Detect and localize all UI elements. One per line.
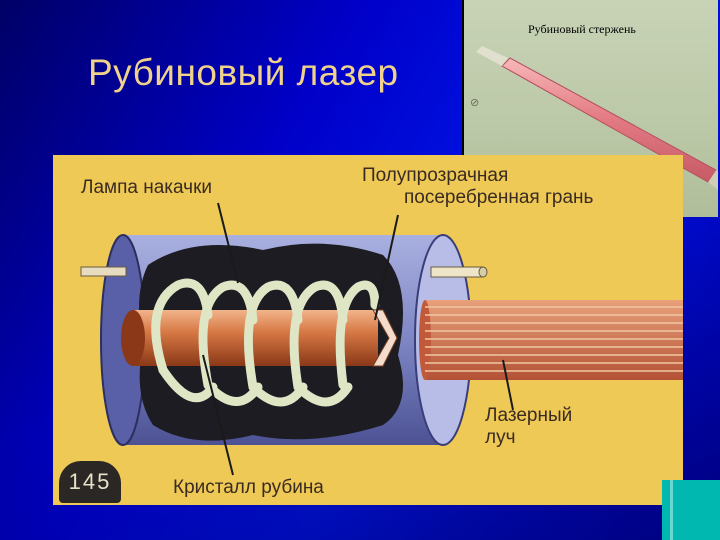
page-number: 145 xyxy=(59,461,121,503)
label-laser-beam: Лазерный луч xyxy=(485,405,572,449)
right-support-rod xyxy=(431,267,483,277)
label-silvered-face-line1: Полупрозрачная xyxy=(362,165,593,187)
slide-title: Рубиновый лазер xyxy=(88,52,399,94)
photo-caption: Рубиновый стержень xyxy=(528,22,636,37)
photo-mark: ⊘ xyxy=(470,96,479,109)
laser-diagram: Лампа накачки Полупрозрачная посеребренн… xyxy=(53,155,683,505)
label-silvered-face-line2: посеребренная грань xyxy=(362,187,593,209)
label-ruby-crystal: Кристалл рубина xyxy=(173,477,324,499)
label-silvered-face: Полупрозрачная посеребренная грань xyxy=(362,165,593,209)
label-laser-beam-line1: Лазерный xyxy=(485,405,572,427)
label-pump-lamp: Лампа накачки xyxy=(81,177,212,199)
corner-decoration xyxy=(662,480,720,540)
laser-beam xyxy=(419,300,683,380)
left-support-rod xyxy=(81,267,126,276)
label-laser-beam-line2: луч xyxy=(485,427,572,449)
